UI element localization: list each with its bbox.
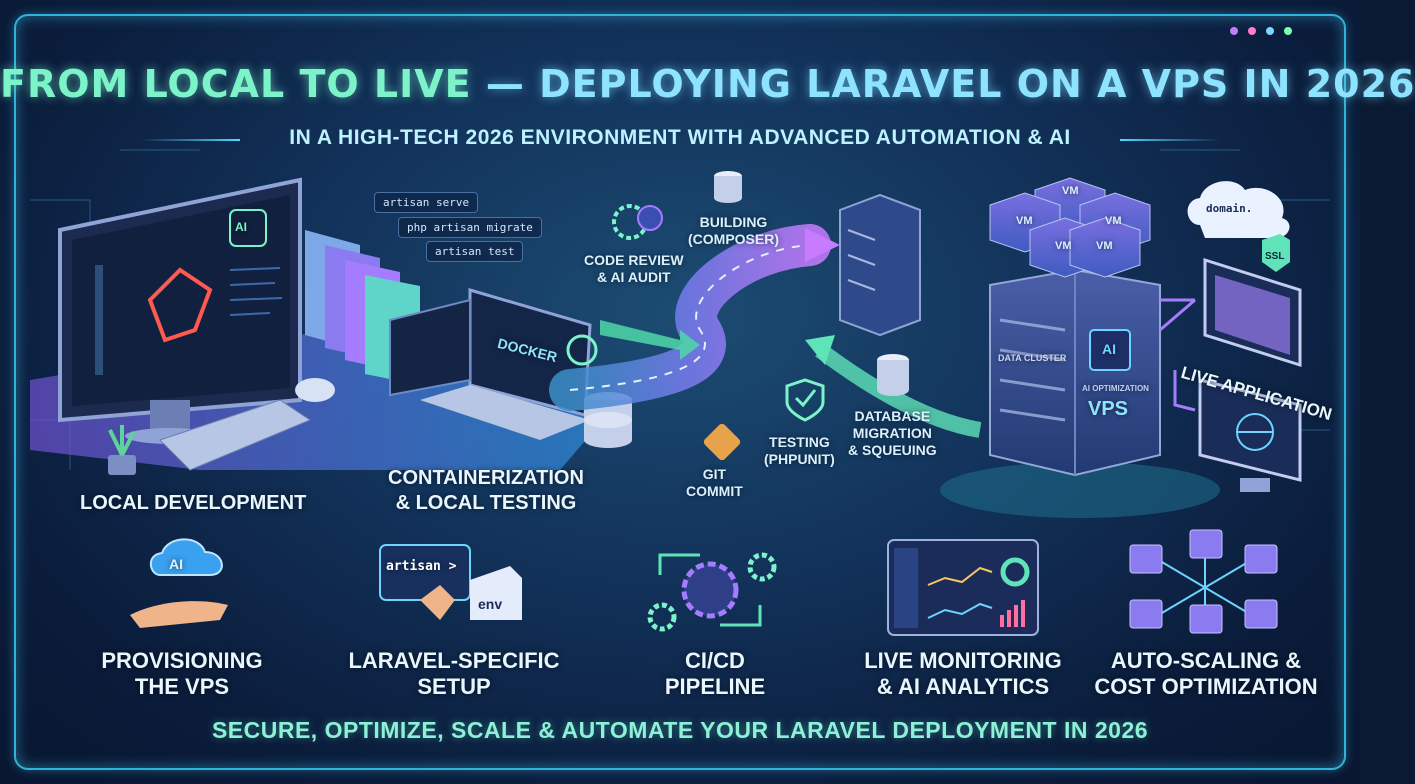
label-local-development: LOCAL DEVELOPMENT [80,492,307,514]
label-monitoring-line1: LIVE MONITORING [864,648,1062,673]
monitor-ai-badge: AI [235,220,247,234]
server-rack-icon [839,193,921,337]
command-artisan-serve: artisan serve [374,192,479,213]
vm-label-4: VM [1055,240,1072,252]
provisioning-icon [130,538,228,628]
vm-label-5: VM [1096,240,1113,252]
gear-brain-icon [612,204,663,240]
artisan-prompt: artisan > [386,559,457,574]
green-flow-arrow [600,320,700,360]
label-laravel-setup-line2: SETUP [417,674,491,699]
road-centerline [569,244,811,391]
server-ai-chip: AI [1102,341,1116,357]
db-flow-arrow [815,343,982,438]
label-code-review: CODE REVIEW & AI AUDIT [584,252,684,286]
dot-purple [1230,27,1238,35]
label-testing-line1: TESTING [769,434,830,450]
label-db-line2: MIGRATION [852,425,932,441]
migration-database-icon [877,354,909,396]
dot-pink [1248,27,1256,35]
vps-tower [989,268,1161,477]
label-building-line2: (COMPOSER) [688,231,779,247]
footer-tagline: SECURE, OPTIMIZE, SCALE & AUTOMATE YOUR … [211,717,1149,743]
label-db-line3: & SQUEUING [848,442,937,458]
cicd-gears-icon [647,552,777,632]
monitoring-dashboard-icon [887,539,1039,636]
label-containerization: CONTAINERIZATION & LOCAL TESTING [388,466,584,516]
server-caption: AI OPTIMIZATION [1082,384,1149,393]
page-subtitle: IN A HIGH-TECH 2026 ENVIRONMENT WITH ADV… [289,126,1071,149]
outer-frame [14,14,1346,770]
label-cicd-line1: CI/CD [685,648,745,673]
plant-icon [108,425,136,475]
server-vps-tag: VPS [1088,398,1129,420]
label-git-commit: GIT COMMIT [686,466,743,500]
tower-to-app-arrows [1159,298,1196,412]
laravel-setup-icon [379,544,522,620]
provisioning-ai-badge: AI [169,556,183,572]
dot-blue [1266,27,1274,35]
building-database-icon [714,171,742,203]
browser-globe-screen [1198,378,1302,492]
title-part1: FROM LOCAL TO LIVE [0,62,472,106]
page-title: FROM LOCAL TO LIVE — DEPLOYING LARAVEL O… [0,62,1414,106]
git-icon [703,423,741,461]
monitor-illustration [58,177,302,444]
label-containerization-line2: & LOCAL TESTING [395,492,577,514]
tower-platform [940,462,1220,518]
label-building-line1: BUILDING [699,214,768,230]
title-dash: — [471,62,540,106]
label-code-review-line1: CODE REVIEW [584,252,684,268]
check-shield-icon [785,378,825,422]
label-autoscaling-line2: COST OPTIMIZATION [1094,674,1318,699]
label-cicd-line2: PIPELINE [664,674,766,699]
label-containerization-line1: CONTAINERIZATION [388,467,584,489]
label-monitoring-line2: & AI ANALYTICS [876,674,1050,699]
label-code-review-line2: & AI AUDIT [596,269,671,285]
db-flow-arrowhead [805,335,835,365]
server-side-text: DATA CLUSTER [998,353,1067,363]
label-testing: TESTING (PHPUNIT) [764,434,835,468]
label-provisioning-line2: THE VPS [134,674,230,699]
label-db-line1: DATABASE [854,408,931,424]
label-laravel-setup: LARAVEL-SPECIFIC SETUP [336,648,572,700]
dot-green [1284,27,1292,35]
label-autoscaling-line1: AUTO-SCALING & [1110,648,1302,673]
command-artisan-test: artisan test [426,241,524,262]
subtitle-line-left [140,139,240,141]
label-git-commit-line2: COMMIT [686,483,743,499]
label-git-commit-line1: GIT [702,466,727,482]
label-cicd: CI/CD PIPELINE [650,648,780,700]
vm-cubes [989,177,1151,278]
vm-label-1: VM [1062,185,1079,197]
label-database-migration: DATABASE MIGRATION & SQUEUING [848,408,937,459]
title-part2: DEPLOYING LARAVEL ON A VPS IN 2026 [539,62,1415,106]
label-autoscaling: AUTO-SCALING & COST OPTIMIZATION [1086,648,1326,700]
domain-label: domain. [1206,202,1253,215]
live-app-screen [1203,257,1302,368]
pipeline-illustration [30,149,1330,636]
vm-label-2: VM [1016,215,1033,227]
autoscaling-cluster-icon [1129,529,1278,634]
label-live-monitoring: LIVE MONITORING & AI ANALYTICS [852,648,1074,700]
env-file-label: env [478,596,503,612]
label-provisioning-line1: PROVISIONING [101,648,263,673]
mouse [295,378,335,402]
check-icon [794,389,817,408]
command-artisan-migrate: php artisan migrate [398,217,542,238]
road-arrow [805,228,840,262]
ssl-label: SSL [1265,251,1285,262]
cloud-icon [1187,181,1290,238]
vm-label-3: VM [1105,215,1122,227]
label-laravel-setup-line1: LARAVEL-SPECIFIC [348,648,560,673]
keyboard [159,399,312,471]
ssl-shield-icon [1262,234,1290,272]
window-dots [1230,27,1292,35]
label-provisioning: PROVISIONING THE VPS [92,648,272,700]
label-testing-line2: (PHPUNIT) [764,451,835,467]
label-building: BUILDING (COMPOSER) [688,214,779,248]
